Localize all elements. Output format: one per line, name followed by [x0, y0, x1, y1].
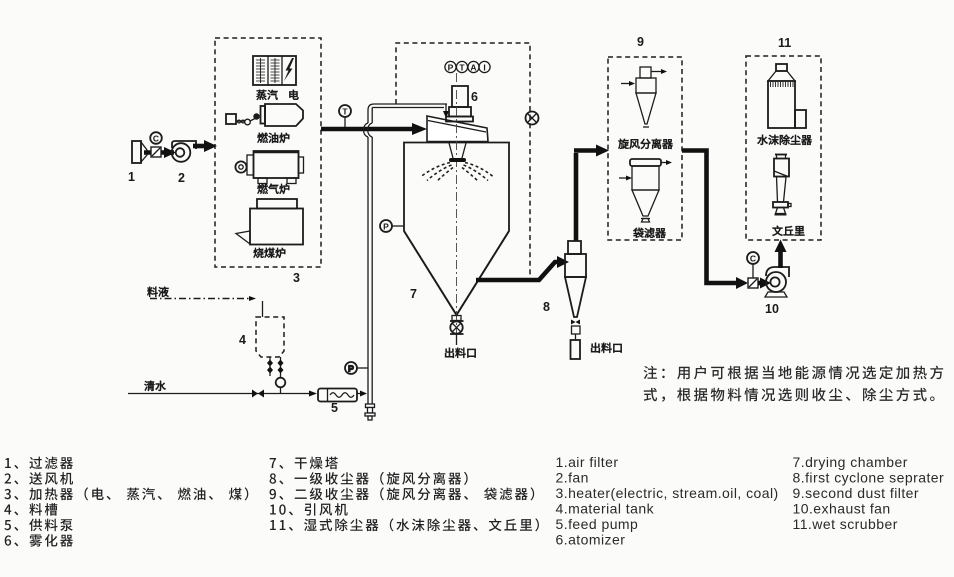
svg-text:出料口: 出料口: [444, 345, 477, 361]
svg-text:2: 2: [178, 171, 185, 185]
svg-text:1.air filter: 1.air filter: [556, 454, 619, 470]
svg-text:清水: 清水: [143, 378, 167, 394]
svg-text:10、引风机: 10、引风机: [269, 499, 350, 519]
svg-text:7: 7: [410, 287, 417, 301]
svg-text:3: 3: [293, 271, 300, 285]
svg-text:2、送风机: 2、送风机: [4, 468, 75, 488]
svg-text:4: 4: [239, 333, 246, 347]
svg-text:蒸汽: 蒸汽: [255, 87, 278, 103]
svg-text:燃油炉: 燃油炉: [257, 130, 290, 146]
svg-text:电: 电: [288, 87, 299, 103]
svg-text:6.atomizer: 6.atomizer: [556, 532, 626, 548]
svg-text:袋滤器: 袋滤器: [632, 225, 667, 241]
svg-text:料液: 料液: [147, 284, 170, 300]
svg-text:注：用户可根据当地能源情况选定加热方: 注：用户可根据当地能源情况选定加热方: [643, 362, 946, 383]
svg-text:P: P: [448, 63, 454, 73]
svg-text:C: C: [750, 254, 756, 264]
svg-text:4.material tank: 4.material tank: [556, 501, 655, 517]
svg-text:7、干燥塔: 7、干燥塔: [269, 452, 340, 472]
svg-text:11: 11: [778, 36, 791, 50]
svg-text:1: 1: [128, 170, 135, 184]
svg-text:T: T: [459, 63, 465, 73]
svg-text:1、过滤器: 1、过滤器: [4, 452, 75, 472]
svg-text:文丘里: 文丘里: [771, 223, 805, 239]
svg-text:11.wet scrubber: 11.wet scrubber: [793, 516, 898, 532]
svg-text:11、湿式除尘器（水沫除尘器、文丘里）: 11、湿式除尘器（水沫除尘器、文丘里）: [269, 514, 550, 534]
svg-text:4、料槽: 4、料槽: [4, 499, 60, 519]
svg-text:C: C: [153, 134, 159, 144]
svg-text:9、二级收尘器（旋风分离器、 袋滤器）: 9、二级收尘器（旋风分离器、 袋滤器）: [269, 483, 545, 503]
svg-text:8、一级收尘器（旋风分离器）: 8、一级收尘器（旋风分离器）: [269, 468, 479, 488]
svg-text:出料口: 出料口: [590, 340, 623, 356]
svg-text:燃气炉: 燃气炉: [257, 181, 290, 197]
svg-text:5.feed pump: 5.feed pump: [556, 516, 639, 532]
svg-text:3、加热器（电、 蒸汽、 燃油、 煤）: 3、加热器（电、 蒸汽、 燃油、 煤）: [4, 483, 259, 503]
svg-text:A: A: [470, 63, 476, 73]
svg-text:8: 8: [543, 300, 550, 314]
svg-text:T: T: [342, 107, 348, 117]
svg-text:5、供料泵: 5、供料泵: [4, 514, 75, 534]
svg-text:P: P: [383, 222, 389, 232]
svg-text:P: P: [348, 364, 354, 374]
svg-text:7.drying chamber: 7.drying chamber: [793, 454, 908, 470]
svg-text:旋风分离器: 旋风分离器: [617, 136, 674, 152]
svg-text:6、雾化器: 6、雾化器: [4, 530, 75, 550]
svg-text:I: I: [483, 63, 485, 73]
svg-text:水沫除尘器: 水沫除尘器: [756, 132, 813, 148]
svg-text:10: 10: [765, 302, 779, 316]
svg-text:5: 5: [331, 401, 338, 415]
svg-text:9: 9: [637, 35, 644, 49]
svg-text:3.heater(electric, stream.oil,: 3.heater(electric, stream.oil, coal): [556, 485, 779, 501]
svg-text:10.exhaust fan: 10.exhaust fan: [793, 501, 891, 517]
svg-text:6: 6: [471, 90, 478, 104]
svg-text:8.first cyclone seprater: 8.first cyclone seprater: [793, 470, 945, 486]
svg-text:9.second dust filter: 9.second dust filter: [793, 485, 920, 501]
svg-text:式，根据物料情况选则收尘、除尘方式。: 式，根据物料情况选则收尘、除尘方式。: [643, 384, 946, 405]
svg-text:烧煤炉: 烧煤炉: [253, 245, 286, 261]
svg-text:2.fan: 2.fan: [556, 470, 589, 486]
